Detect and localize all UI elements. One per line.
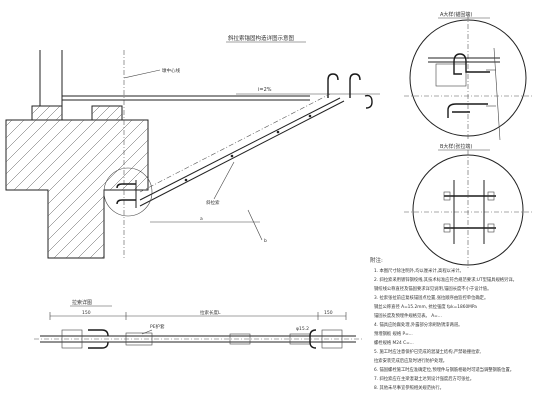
detail-b-nut-1 bbox=[487, 191, 495, 201]
cable-label: 斜拉索 bbox=[206, 199, 220, 206]
note-line: 4. 锚具应防腐处理,外露部分涂刷防锈漆两道。 bbox=[374, 321, 462, 328]
bottom-sleeve2-label: φ15.2 bbox=[296, 326, 309, 332]
detail-a-block bbox=[435, 63, 467, 87]
pier-bolt-2 bbox=[116, 199, 136, 205]
deck-bolt-1 bbox=[327, 73, 339, 98]
center-line-leader bbox=[123, 69, 161, 79]
slope-label: i=2% bbox=[258, 87, 272, 93]
bottom-mid-dim: 拉索长度L bbox=[200, 309, 221, 316]
bottom-cable-detail: 拉索详图 150 拉索长度L 150 PE护套 φ15.2 bbox=[34, 299, 362, 349]
note-line: 3. 拉索张拉前应复核锚固点位置,张拉顺序由监控单位确定。 bbox=[374, 294, 488, 301]
right-column bbox=[91, 105, 123, 121]
deck: i=2% bbox=[62, 87, 380, 101]
detail-b-nut-4 bbox=[443, 223, 451, 233]
dim-line-b bbox=[247, 209, 263, 241]
detail-b-nut-3 bbox=[443, 191, 451, 201]
sleeve-leader bbox=[141, 329, 153, 335]
center-line-label: 墩中心线 bbox=[162, 67, 180, 74]
bottom-left-anchor bbox=[61, 329, 83, 349]
cable-marker-1 bbox=[184, 178, 188, 182]
detail-a-edge-line bbox=[493, 47, 501, 141]
left-column bbox=[31, 105, 63, 121]
note-line: 7. 斜拉索应在主梁混凝土达到设计强度后方可张拉。 bbox=[374, 375, 474, 382]
cable-dimensions: a b bbox=[150, 209, 267, 244]
note-line: 5. 施工时应注意保护已完成的混凝土结构,严禁碰撞拉索, bbox=[374, 348, 481, 355]
note-line: 拉索安装完成后应及时进行防护处理。 bbox=[374, 357, 447, 364]
detail-a: A大样(锚固端) bbox=[404, 11, 534, 141]
deck-bolt-2 bbox=[349, 73, 361, 98]
detail-a-bolt-upper bbox=[453, 53, 467, 75]
notes-title: 附注: bbox=[370, 256, 383, 264]
stay-cable: 斜拉索 bbox=[139, 93, 345, 207]
note-line: 2. 斜拉索采用镀锌钢绞线,其技术标准应符合规范要求;UT型锚具规格另详。 bbox=[374, 276, 517, 283]
cable-marker-4 bbox=[308, 114, 312, 118]
detail-b-title: B大样(张拉端) bbox=[440, 143, 472, 150]
bottom-right-anchor bbox=[321, 329, 343, 349]
note-line: 6. 锚固螺栓施工时应准确定位,预埋件与钢筋相碰时可适当调整钢筋位置。 bbox=[374, 366, 514, 373]
detail-a-title: A大样(锚固端) bbox=[440, 11, 472, 18]
cable-label-leader bbox=[213, 161, 235, 200]
cable-axis bbox=[139, 93, 331, 193]
deck-bolt-3 bbox=[364, 94, 373, 109]
bottom-left-dim: 150 bbox=[82, 310, 91, 316]
bottom-right-hook bbox=[309, 329, 317, 349]
bottom-sleeve-label: PE护套 bbox=[150, 323, 165, 330]
main-title: 斜拉索锚固构造详图示意图 bbox=[228, 34, 295, 42]
note-line: 钢绞线公称直径及锚固要求详见说明,锚固长度不小于设计值。 bbox=[374, 285, 491, 292]
cable-line-lower bbox=[139, 100, 345, 207]
dim-label-b: b bbox=[264, 238, 267, 244]
bottom-left-hook-2 bbox=[88, 341, 109, 349]
bottom-detail-title: 拉索详图 bbox=[72, 299, 92, 306]
detail-a-bolt-upper-shank bbox=[465, 62, 490, 73]
bottom-right-dim: 150 bbox=[324, 310, 333, 316]
notes: 附注: 1. 本图尺寸除注明外,均以厘米计,高程以米计。 2. 斜拉索采用镀锌钢… bbox=[370, 256, 517, 391]
bottom-middle-sleeve bbox=[229, 333, 251, 345]
note-line: 螺栓规格 M24 C=... bbox=[374, 339, 414, 346]
detail-b: B大样(张拉端) bbox=[404, 143, 534, 270]
pier-bolt-1 bbox=[116, 183, 136, 189]
cable-line-upper bbox=[139, 97, 341, 201]
detail-a-bolt-lower bbox=[447, 103, 488, 118]
note-line: 1. 本图尺寸除注明外,均以厘米计,高程以米计。 bbox=[374, 267, 464, 274]
bottom-left-hook-1 bbox=[88, 329, 109, 337]
column-hatch bbox=[32, 106, 122, 120]
detail-b-nut-2 bbox=[487, 223, 495, 233]
deck-anchor-bolts bbox=[327, 73, 373, 109]
pier bbox=[5, 105, 149, 259]
note-line: 锚固长度及预埋件规格见表。 A=... bbox=[374, 312, 442, 319]
note-line: 钢丝公称直径 A=15.2mm, 抗拉强度 fpk=1860MPa bbox=[374, 303, 477, 310]
dim-label-a: a bbox=[200, 217, 203, 222]
pier-anchor-detail bbox=[103, 167, 153, 217]
pier-body bbox=[5, 119, 149, 259]
note-line: 8. 其他未尽事宜参照相关规范执行。 bbox=[374, 384, 444, 391]
cable-marker-2 bbox=[230, 154, 234, 158]
anchor-detail-circle bbox=[103, 167, 153, 217]
cable-marker-3 bbox=[276, 130, 280, 134]
bottom-sleeve bbox=[125, 332, 153, 346]
note-line: 预埋钢板 规格 P=... bbox=[374, 330, 413, 337]
